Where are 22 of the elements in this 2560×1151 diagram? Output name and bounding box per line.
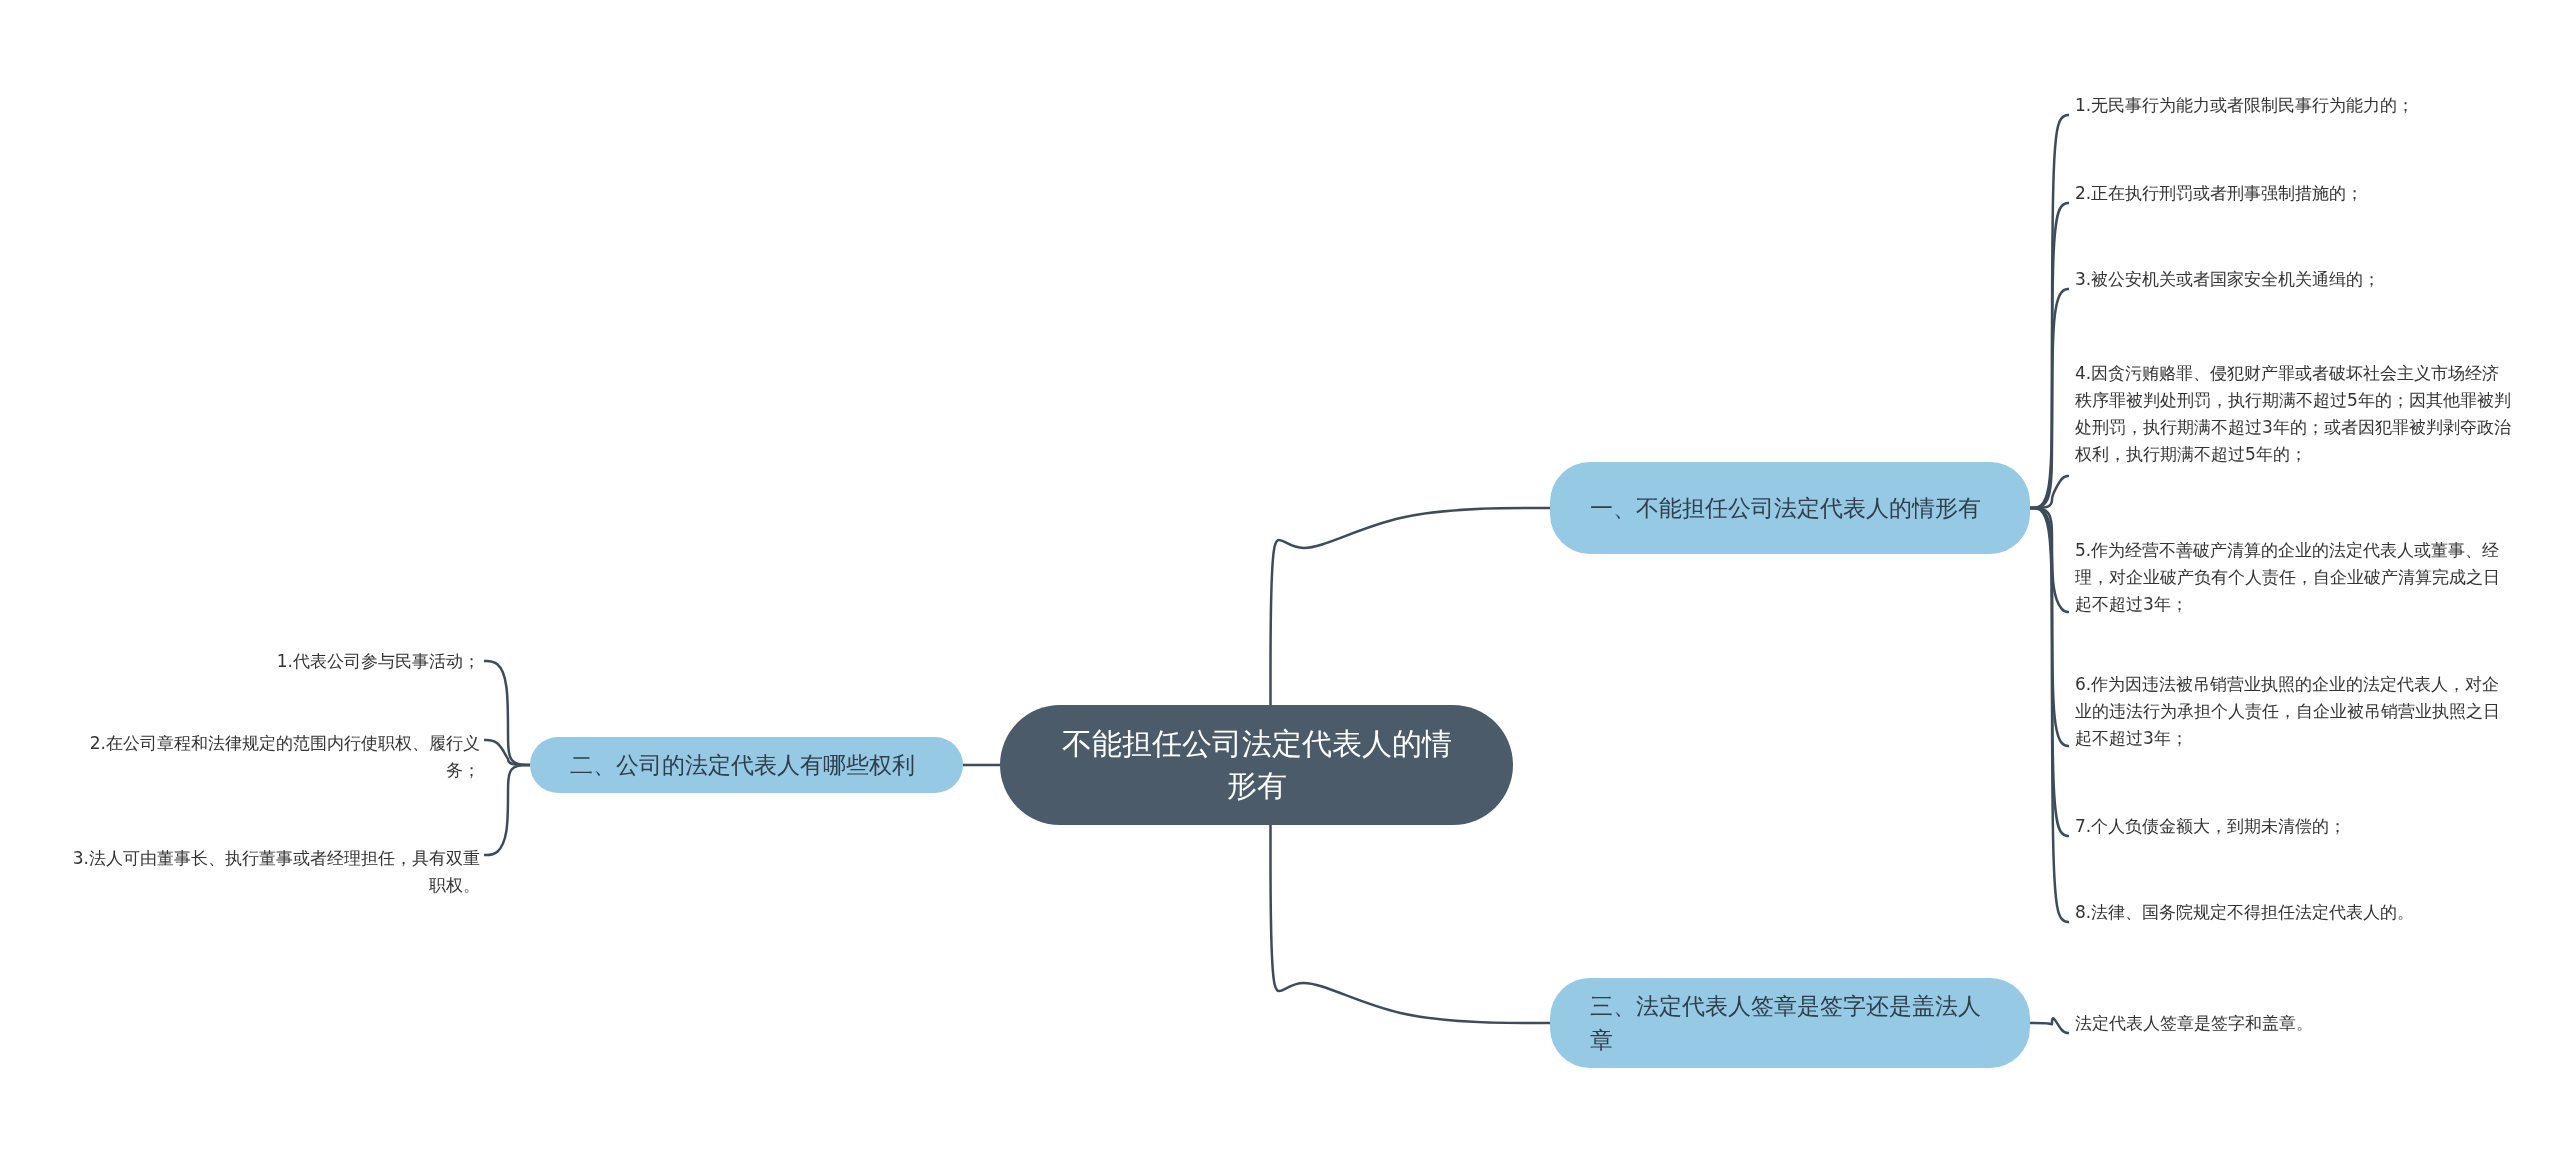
subtopic-text: 法定代表人签章是签字和盖章。	[2075, 1011, 2313, 1035]
subtopic-text: 2.在公司章程和法律规定的范围内行使职权、履行义务；	[88, 732, 480, 782]
topic-box: 三、法定代表人签章是签字还是盖法人章	[1550, 978, 2030, 1068]
connector-line	[484, 763, 530, 857]
connector-line	[963, 763, 1000, 767]
subtopic-text: 2.正在执行刑罚或者刑事强制措施的；	[2075, 181, 2364, 205]
connector-line	[1269, 825, 1550, 1025]
subtopic-text: 8.法律、国务院规定不得担任法定代表人的。	[2075, 900, 2415, 924]
subtopic-text: 5.作为经营不善破产清算的企业的法定代表人或董事、经理，对企业破产负有个人责任，自企业破产清算完成之日起不超过3年；	[2075, 538, 2501, 616]
topic-box: 二、公司的法定代表人有哪些权利	[530, 737, 963, 793]
subtopic-text: 3.法人可由董事长、执行董事或者经理担任，具有双重职权。	[71, 847, 480, 897]
topic-box: 一、不能担任公司法定代表人的情形有	[1550, 462, 2030, 554]
connector-line	[2030, 1017, 2070, 1035]
subtopic-text: 7.个人负债金额大，到期未清偿的；	[2075, 814, 2347, 838]
subtopic-text: 3.被公安机关或者国家安全机关通缉的；	[2075, 267, 2381, 291]
subtopic-text: 1.代表公司参与民事活动；	[276, 649, 480, 673]
subtopic-text: 6.作为因违法被吊销营业执照的企业的法定代表人，对企业的违法行为承担个人责任，自企业被吊销营业执照之日起不超过3年；	[2075, 672, 2501, 750]
connector-line	[1269, 506, 1550, 705]
subtopic-text: 4.因贪污贿赂罪、侵犯财产罪或者破坏社会主义市场经济秩序罪被判处刑罚，执行期满不超过5年的；因其他罪被判处刑罚，执行期满不超过3年的；或者因犯罪被判剥夺政治权利，执行期满不超过5年的；	[2075, 362, 2512, 466]
central-topic: 不能担任公司法定代表人的情形有	[1000, 705, 1513, 825]
connector-line	[2030, 506, 2070, 924]
subtopic-text: 1.无民事行为能力或者限制民事行为能力的；	[2075, 93, 2415, 117]
